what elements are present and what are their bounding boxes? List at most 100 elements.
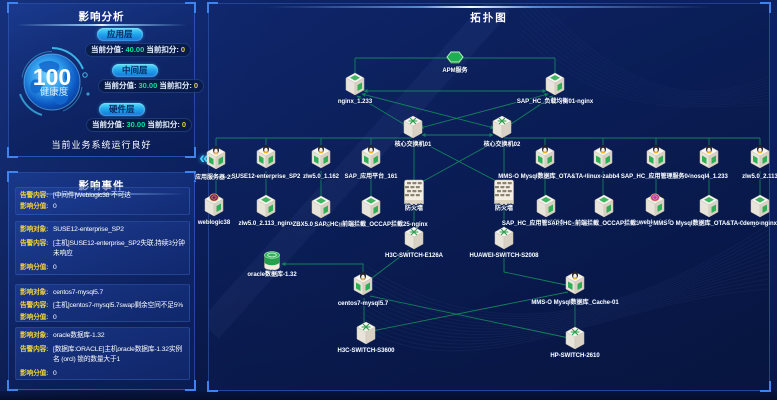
topology-edge xyxy=(367,249,410,282)
topology-node-m3[interactable]: ZBX5.0_1.162-nginx xyxy=(292,195,351,229)
alarm-value: [主机]centos7-mysql5.7swap剩余空间不足5% xyxy=(53,301,184,309)
topology-title: 拓扑图 xyxy=(470,12,508,24)
topology-node-label: oracle数据库-1.32 xyxy=(247,270,297,278)
topology-node-label: ZBX5.0_1.162-nginx xyxy=(293,222,350,228)
impact-analysis-title: 影响分析 xyxy=(78,11,125,23)
corner-bracket xyxy=(7,380,18,391)
topology-node-m6[interactable]: SAP_HC_前端拦截_OCCAP拦截32-nginx xyxy=(546,194,662,228)
topology-node-h2[interactable]: SUSE12-enterprise_SP2 xyxy=(231,145,302,181)
topology-edges xyxy=(215,57,761,339)
object-label: 影响对象: xyxy=(20,332,49,339)
topology-node-swA[interactable]: 核心交换机01 xyxy=(394,115,433,149)
event-card[interactable]: 影响对象:centos7-mysql5.7 告警内容:[主机]centos7-m… xyxy=(15,284,190,322)
topology-node-m1[interactable]: weblogic38 xyxy=(196,193,232,227)
topology-node-db1[interactable]: oracle数据库-1.32 xyxy=(246,251,298,279)
topology-node-m2[interactable]: zlw5.0_2.113_nginx xyxy=(238,194,295,228)
topology-node-ng2[interactable]: SAP_HC_负载均衡01-nginx xyxy=(516,72,595,106)
topology-node-dc1[interactable]: MMS-O Mysql数据库_Cache-01 xyxy=(530,271,620,307)
layer-group-app: 应用层 当前分值:40.00 当前扣分:0 xyxy=(85,28,191,60)
layer-row-app: 当前分值:40.00 当前扣分:0 xyxy=(85,43,191,57)
deduct-value: 0 xyxy=(180,45,185,54)
event-card[interactable]: 影响对象:oracle数据库-1.32 告警内容:[数据库:ORACLE]主机o… xyxy=(15,327,190,380)
event-card[interactable]: 影响对象:SUSE12-enterprise_SP2 告警内容:[主机]SUSE… xyxy=(15,221,190,275)
topology-node-h8[interactable]: nosql4_1.233 xyxy=(689,145,729,181)
topology-node-m4[interactable]: SAP_HC_前端拦截_OCCAP拦截25-nginx xyxy=(313,195,429,229)
corner-bracket xyxy=(7,2,18,13)
layer-chip-app[interactable]: 应用层 xyxy=(97,28,143,41)
topology-node-m7[interactable]: weblogic16 xyxy=(637,193,673,227)
corner-bracket xyxy=(185,380,196,391)
topology-node-label: nosql4_1.233 xyxy=(690,174,728,180)
topology-node-h5[interactable]: MMS-O Mysql数据库_OTA&TA-01 xyxy=(497,145,593,181)
topology-edge xyxy=(503,251,567,286)
score-value: 40.00 xyxy=(125,45,145,54)
layer-chip-middle[interactable]: 中间层 xyxy=(112,64,158,77)
topology-node-label: zlw5.0_2.113 xyxy=(742,174,777,180)
alarm-label: 告警内容: xyxy=(20,345,49,353)
topology-node-label: SAP_HC_应用管理服务04 xyxy=(621,172,692,180)
topology-node-label: SAP_HC_负载均衡01-nginx xyxy=(517,97,594,105)
layer-chip-hardware[interactable]: 硬件层 xyxy=(99,103,145,116)
topology-node-label: 防火墙 xyxy=(405,204,423,212)
topology-node-hc1[interactable]: centos7-mysql5.7 xyxy=(337,272,390,308)
score-label: 影响分值: xyxy=(20,369,49,377)
corner-bracket xyxy=(207,2,218,13)
topology-node-label: SAP_HC_前端拦截_OCCAP拦截25-nginx xyxy=(314,220,428,228)
topology-node-label: MMS-O Mysql数据库_OTA&TA-01 xyxy=(498,172,592,180)
topology-node-sw3[interactable]: H3C-SWITCH-S3600 xyxy=(337,321,396,355)
topology-panel: 拓扑图 xyxy=(207,2,771,392)
alarm-value: [主机]SUSE12-enterprise_SP2失联,持续3分钟未响应 xyxy=(53,239,185,258)
topology-node-h4[interactable]: SAP_应用平台_161 xyxy=(344,145,399,181)
event-card[interactable]: 告警内容:[中间件]Weblogic38 不可达 影响分值:0 xyxy=(15,187,190,215)
topology-node-m9[interactable]: demo-nginx xyxy=(742,194,777,228)
topology-node-h1[interactable]: 应用服务器-252 xyxy=(194,146,239,182)
topology-node-swc1[interactable]: H3C-SWITCH-E126A xyxy=(384,226,445,260)
score-value: 0 xyxy=(53,369,57,377)
topology-node-label: demo-nginx xyxy=(743,221,777,227)
topology-node-swc2[interactable]: HUAWEI-SWITCH-S2008 xyxy=(469,226,540,260)
deduct-label: 当前扣分: xyxy=(159,81,192,90)
score-label: 影响分值: xyxy=(20,202,49,210)
topology-node-label: 防火墙 xyxy=(495,204,513,212)
deduct-value: 0 xyxy=(193,81,198,90)
topology-node-label: 应用服务器-252 xyxy=(195,173,238,181)
topology-node-h3[interactable]: zlw5.0_1.162 xyxy=(302,145,341,181)
corner-bracket xyxy=(760,381,771,392)
impact-analysis-panel: 影响分析 100 健康度 应用层 xyxy=(7,2,204,158)
score-label: 影响分值: xyxy=(20,263,49,271)
deduct-label: 当前扣分: xyxy=(147,120,180,129)
corner-bracket xyxy=(185,2,196,13)
topology-node-label: SUSE12-enterprise_SP2 xyxy=(232,174,301,180)
topology-node-ng1[interactable]: nginx_1.233 xyxy=(337,72,374,106)
object-label: 影响对象: xyxy=(20,289,49,296)
topology-edge xyxy=(507,95,554,127)
topology-node-swB[interactable]: 核心交换机02 xyxy=(483,115,522,149)
deduct-value: 0 xyxy=(181,120,186,129)
sidebar-collapse-icon[interactable]: « xyxy=(199,148,209,167)
topology-node-h7[interactable]: SAP_HC_应用管理服务04 xyxy=(620,145,693,181)
alarm-value: [数据库:ORACLE]主机oracle数据库-1.32实例名 (orcl) 锁… xyxy=(53,345,182,364)
topology-node-h6[interactable]: linux-zabb4 xyxy=(586,145,621,181)
topology-node-h9[interactable]: zlw5.0_2.113 xyxy=(741,145,777,181)
topology-node-m8[interactable]: MMS-O Mysql数据库_OTA&TA-01-nginx xyxy=(652,194,766,228)
topology-node-label: HP-SWITCH-2610 xyxy=(550,353,600,359)
topology-edge xyxy=(371,291,569,332)
topology-node-label: weblogic38 xyxy=(197,220,231,226)
bottom-strip xyxy=(0,391,777,400)
header-glow-line xyxy=(16,24,187,26)
alarm-label: 告警内容: xyxy=(20,192,49,199)
health-gauge: 100 健康度 xyxy=(19,47,90,116)
topology-node-label: MMS-O Mysql数据库_OTA&TA-01-nginx xyxy=(653,219,765,227)
topology-node-label: SAP_HC_前端拦截_OCCAP拦截32-nginx xyxy=(547,219,661,227)
deduct-label: 当前扣分: xyxy=(146,45,179,54)
object-label: 影响对象: xyxy=(20,226,49,233)
topology-node-m5[interactable]: SAP_HC_应用管理服务06-nginx xyxy=(501,194,592,228)
topology-node-fw1[interactable]: 防火墙 xyxy=(404,179,424,213)
impact-events-panel: 影响事件 告警内容:[中间件]Weblogic38 不可达 影响分值:0 影响对… xyxy=(7,171,196,391)
topology-node-apm[interactable]: APM服务 xyxy=(441,51,470,75)
topology-node-sw4[interactable]: HP-SWITCH-2610 xyxy=(549,326,601,360)
topology-node-label: SAP_应用平台_161 xyxy=(344,172,398,180)
topology-node-label: APM服务 xyxy=(442,66,468,74)
object-value: SUSE12-enterprise_SP2 xyxy=(53,226,124,233)
topology-node-fw2[interactable]: 防火墙 xyxy=(494,179,514,213)
